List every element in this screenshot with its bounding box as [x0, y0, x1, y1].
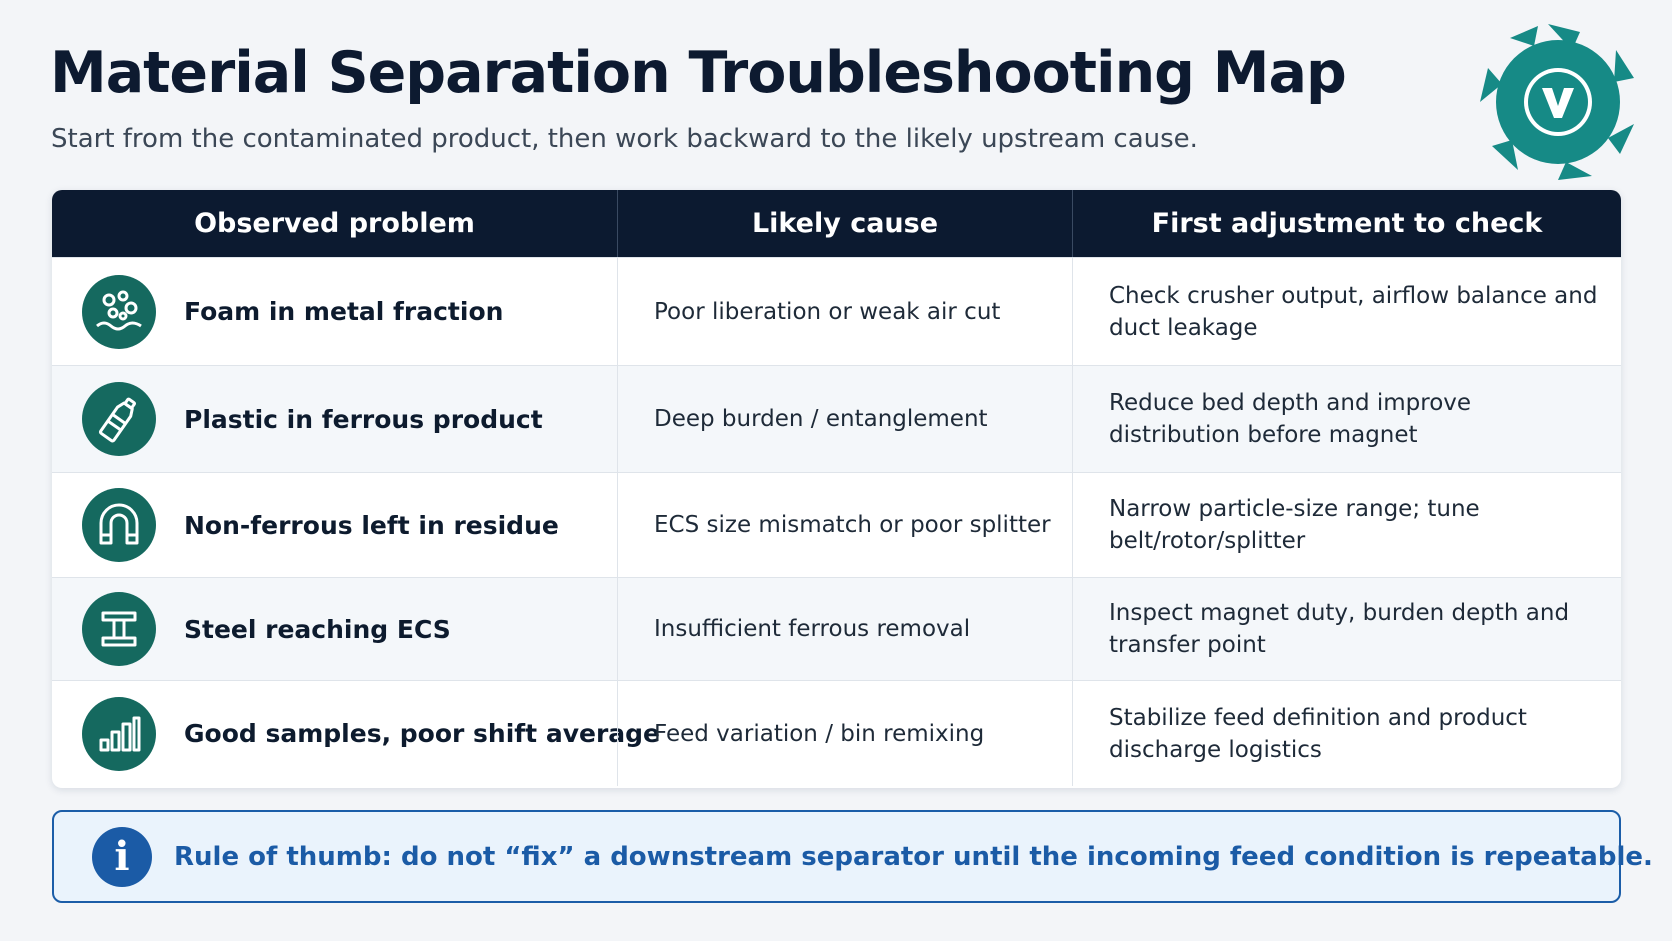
adjustment-cell: Narrow particle-size range; tune belt/ro…	[1072, 473, 1621, 577]
magnet-icon	[82, 488, 156, 562]
adjustment-cell: Inspect magnet duty, burden depth and tr…	[1072, 578, 1621, 680]
problem-label: Plastic in ferrous product	[184, 404, 543, 434]
column-header-first-adjustment: First adjustment to check	[1072, 190, 1621, 257]
steel-beam-icon	[82, 592, 156, 666]
problem-label: Good samples, poor shift average	[184, 719, 661, 748]
page-subtitle: Start from the contaminated product, the…	[51, 124, 1198, 154]
bar-chart-icon	[82, 696, 156, 771]
page-title: Material Separation Troubleshooting Map	[50, 40, 1347, 106]
callout-text: Rule of thumb: do not “fix” a downstream…	[174, 841, 1653, 872]
cause-cell: ECS size mismatch or poor splitter	[617, 473, 1072, 577]
problem-label: Foam in metal fraction	[184, 297, 504, 326]
troubleshooting-table: Observed problem Likely cause First adju…	[52, 190, 1621, 788]
gear-s-logo-icon	[1478, 22, 1638, 182]
table-header: Observed problem Likely cause First adju…	[52, 190, 1621, 257]
adjustment-cell: Check crusher output, airflow balance an…	[1072, 258, 1621, 365]
table-row: Steel reaching ECS Insufficient ferrous …	[52, 577, 1621, 680]
cause-cell: Deep burden / entanglement	[617, 366, 1072, 472]
plastic-bottle-icon	[82, 382, 156, 456]
cause-cell: Poor liberation or weak air cut	[617, 258, 1072, 365]
column-header-observed-problem: Observed problem	[194, 208, 475, 239]
adjustment-cell: Stabilize feed definition and product di…	[1072, 681, 1621, 786]
info-icon: i	[92, 826, 152, 887]
table-row: Good samples, poor shift average Feed va…	[52, 680, 1621, 786]
adjustment-cell: Reduce bed depth and improve distributio…	[1072, 366, 1621, 472]
rule-of-thumb-callout: i Rule of thumb: do not “fix” a downstre…	[52, 810, 1653, 903]
table-row: Foam in metal fraction Poor liberation o…	[52, 257, 1621, 365]
table-row: Plastic in ferrous product Deep burden /…	[52, 365, 1621, 472]
problem-label: Non-ferrous left in residue	[184, 510, 559, 540]
column-header-likely-cause: Likely cause	[617, 190, 1072, 257]
cause-cell: Feed variation / bin remixing	[617, 681, 1072, 786]
table-row: Non-ferrous left in residue ECS size mis…	[52, 472, 1621, 577]
cause-cell: Insufficient ferrous removal	[617, 578, 1072, 680]
problem-label: Steel reaching ECS	[184, 614, 451, 644]
foam-bubbles-icon	[82, 274, 156, 349]
